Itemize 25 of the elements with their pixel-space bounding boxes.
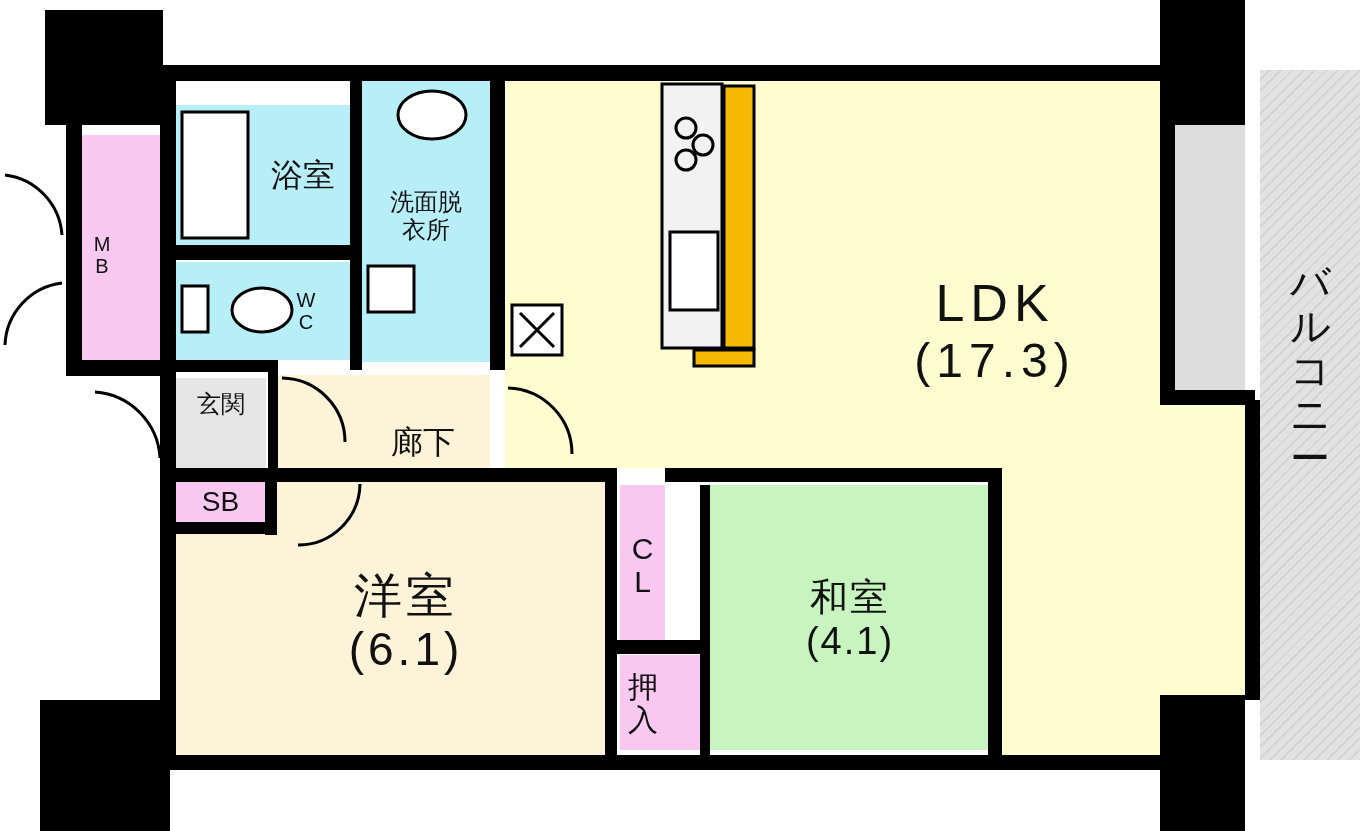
hallway-floor (278, 375, 490, 468)
balcony-floor (1260, 70, 1360, 760)
room-name: 洗面脱衣所 (390, 188, 462, 244)
room-name: 押入 (626, 669, 659, 736)
tatami-room-floor (710, 485, 988, 750)
storage-closet-floor (620, 655, 700, 750)
room-area: (6.1) (348, 623, 464, 677)
room-name: 浴室 (271, 156, 335, 194)
room-name: LDK (935, 273, 1055, 334)
entrance-floor (176, 378, 266, 468)
room-name: MB (92, 233, 112, 277)
room-name: バルコニー (1289, 260, 1331, 480)
room-name: 洋室 (354, 567, 458, 624)
western-room-floor (176, 482, 605, 755)
room-name: 廊下 (391, 424, 455, 461)
room-name: 和室 (810, 576, 890, 620)
room-name: 玄関 (197, 390, 245, 418)
closet-floor (620, 485, 665, 640)
room-area: (4.1) (805, 620, 895, 664)
room-area: (17.3) (914, 333, 1076, 389)
room-name: CL (630, 532, 655, 598)
shoe-box-floor (176, 482, 265, 522)
room-name: SB (201, 485, 240, 519)
meter-box-floor (82, 135, 160, 360)
room-name: WC (295, 289, 317, 333)
